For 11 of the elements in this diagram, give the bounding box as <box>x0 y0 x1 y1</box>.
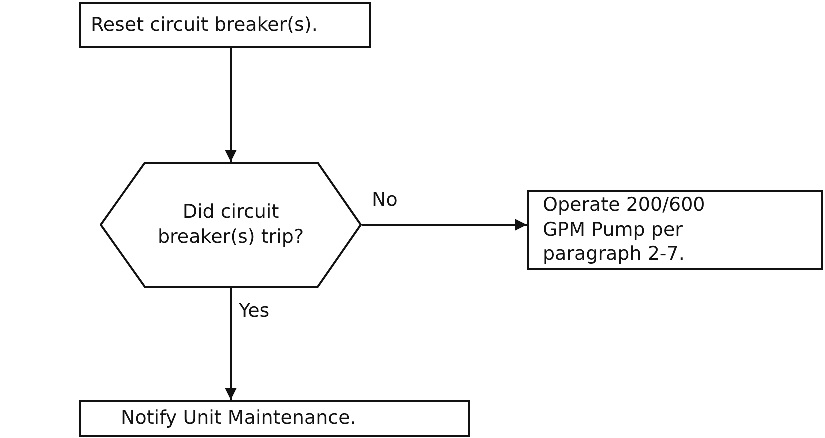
process-box <box>527 190 823 270</box>
arrow <box>225 48 237 162</box>
node-text: Notify Unit Maintenance. <box>121 406 356 431</box>
node-text: Operate 200/600 GPM Pump per paragraph 2-7. <box>543 192 706 268</box>
arrow <box>225 288 237 400</box>
decision-hexagon <box>100 162 362 288</box>
process-box <box>79 400 470 437</box>
node-text: Did circuit breaker(s) trip? <box>156 200 306 250</box>
arrow <box>362 219 527 231</box>
process-box <box>79 2 371 48</box>
node-text: Reset circuit breaker(s). <box>91 12 318 38</box>
